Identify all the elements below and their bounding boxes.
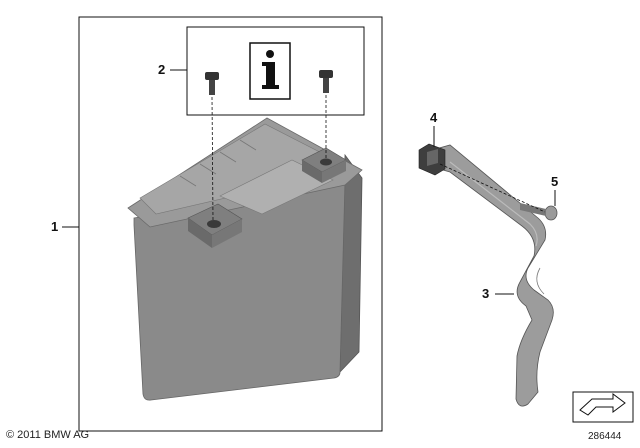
battery-group-frame — [78, 16, 383, 432]
callout-1: 1 — [51, 219, 58, 234]
battery — [127, 117, 363, 401]
copyright-notice: © 2011 BMW AG — [6, 429, 90, 441]
callout-2: 2 — [158, 62, 165, 77]
assembly-line-left — [211, 96, 214, 221]
battery-terminal-screw-left — [205, 72, 219, 95]
orientation-arrow-icon — [572, 391, 634, 423]
battery-terminal-screw-right — [319, 70, 333, 93]
battery-bracket — [431, 144, 554, 407]
screw-set-frame — [186, 26, 365, 116]
assembly-line-bracket — [439, 163, 546, 213]
diagram-number: 286444 — [588, 431, 622, 442]
clip-nut — [418, 143, 446, 176]
callout-3: 3 — [482, 286, 489, 301]
bracket-screw — [520, 203, 558, 221]
info-icon — [249, 42, 291, 100]
callout-4: 4 — [430, 110, 438, 125]
callout-5: 5 — [551, 174, 558, 189]
